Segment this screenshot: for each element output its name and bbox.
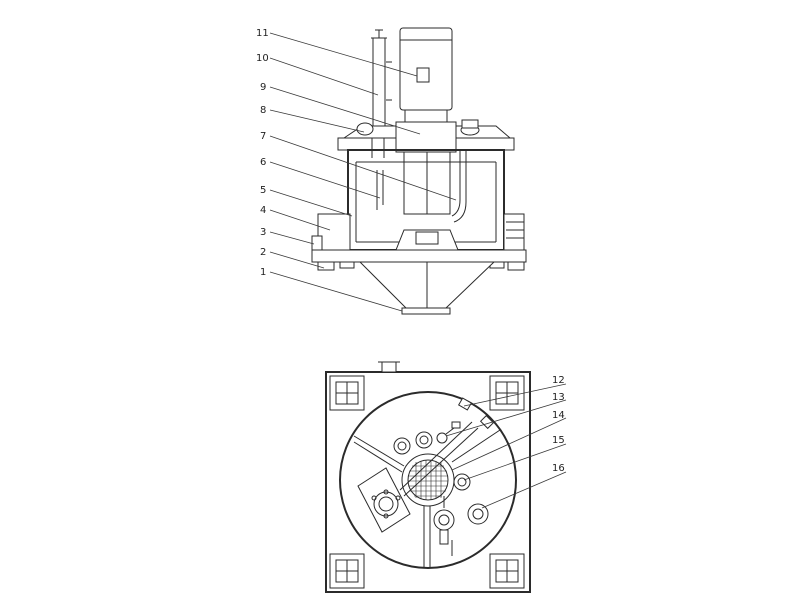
label-9: 9 [260,82,266,93]
label-12: 12 [552,375,565,386]
scraper-arm-plan [399,421,479,497]
top-plan-view [325,361,531,593]
label-10: 10 [256,53,269,64]
main-shaft [395,121,457,215]
sight-glass [436,421,461,444]
vertical-pipe [371,29,392,128]
corner-block-top-right [489,375,525,411]
top-labels: 12 13 14 15 16 [552,375,565,474]
top-leader-lines [445,383,567,509]
base-frame [311,213,527,271]
inspection-hatch [357,467,411,533]
corner-block-top-left [329,375,365,411]
label-1: 1 [260,267,266,278]
label-8: 8 [260,105,266,116]
radial-ribs [353,429,501,568]
label-4: 4 [260,205,266,216]
discharge-flange [467,503,489,525]
motor [399,27,453,123]
label-3: 3 [260,227,266,238]
front-leader-lines [269,32,457,312]
hub [395,229,459,251]
flange-nozzle-b [415,431,433,449]
discharge-cone [358,261,496,315]
corner-block-bottom-right [489,553,525,589]
label-13: 13 [552,392,565,403]
label-7: 7 [260,131,266,142]
label-11: 11 [256,28,269,39]
casing-circle [339,391,517,569]
label-2: 2 [260,247,266,258]
label-16: 16 [552,463,565,474]
front-elevation-view [311,27,527,315]
feed-pipe [453,473,471,491]
front-labels: 11 10 9 8 7 6 5 4 3 2 1 [256,28,269,278]
corner-block-bottom-left [329,553,365,589]
label-15: 15 [552,435,565,446]
label-14: 14 [552,410,565,421]
valve-assembly [433,496,455,556]
top-nozzle [381,361,397,373]
label-5: 5 [260,185,266,196]
scraper-arm [376,150,467,223]
plan-frame [325,371,531,593]
label-6: 6 [260,157,266,168]
central-hub [401,453,455,507]
flange-nozzle-a [393,437,411,455]
side-bracket [457,397,495,430]
